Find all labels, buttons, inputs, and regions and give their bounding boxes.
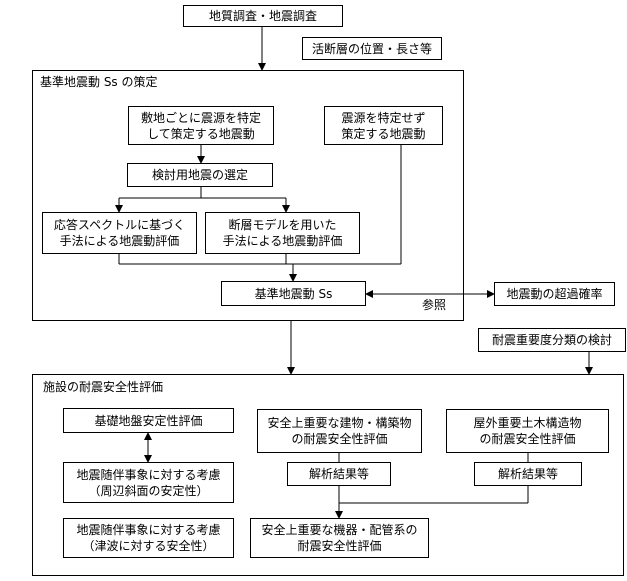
reference-label: 参照 bbox=[422, 298, 447, 312]
ss-section-frame bbox=[32, 70, 464, 321]
safety-section-title: 施設の耐震安全性評価 bbox=[43, 380, 164, 394]
foundation-box: 基礎地盤安定性評価 bbox=[63, 408, 234, 433]
analysis-mid-box: 解析結果等 bbox=[287, 462, 391, 486]
exceedance-box: 地震動の超過確率 bbox=[494, 282, 615, 306]
buildings-box: 安全上重要な建物・構築物 の耐震安全性評価 bbox=[257, 409, 422, 453]
equipment-box: 安全上重要な機器・配管系の 耐震安全性評価 bbox=[250, 518, 429, 558]
site-specific-box: 敷地ごとに震源を特定 して策定する地震動 bbox=[128, 106, 274, 145]
safety-section-frame bbox=[32, 374, 624, 576]
response-spectrum-box: 応答スペクトルに基づく 手法による地震動評価 bbox=[42, 212, 197, 254]
non-specific-box: 震源を特定せず 策定する地震動 bbox=[324, 106, 443, 145]
slope-box: 地震随伴事象に対する考慮 （周辺斜面の安定性） bbox=[63, 462, 234, 503]
outdoor-box: 屋外重要土木構造物 の耐震安全性評価 bbox=[446, 409, 609, 453]
fault-info-box: 活断層の位置・長さ等 bbox=[302, 37, 442, 60]
tsunami-box: 地震随伴事象に対する考慮 （津波に対する安全性） bbox=[63, 518, 234, 558]
analysis-right-box: 解析結果等 bbox=[474, 462, 582, 486]
eq-selection-box: 検討用地震の選定 bbox=[127, 163, 273, 187]
ss-section-title: 基準地震動 Ss の策定 bbox=[40, 75, 158, 89]
importance-class-box: 耐震重要度分類の検討 bbox=[478, 328, 626, 352]
ss-box: 基準地震動 Ss bbox=[221, 281, 366, 306]
survey-box: 地質調査・地震調査 bbox=[183, 5, 343, 27]
fault-model-box: 断層モデルを用いた 手法による地震動評価 bbox=[205, 212, 360, 254]
